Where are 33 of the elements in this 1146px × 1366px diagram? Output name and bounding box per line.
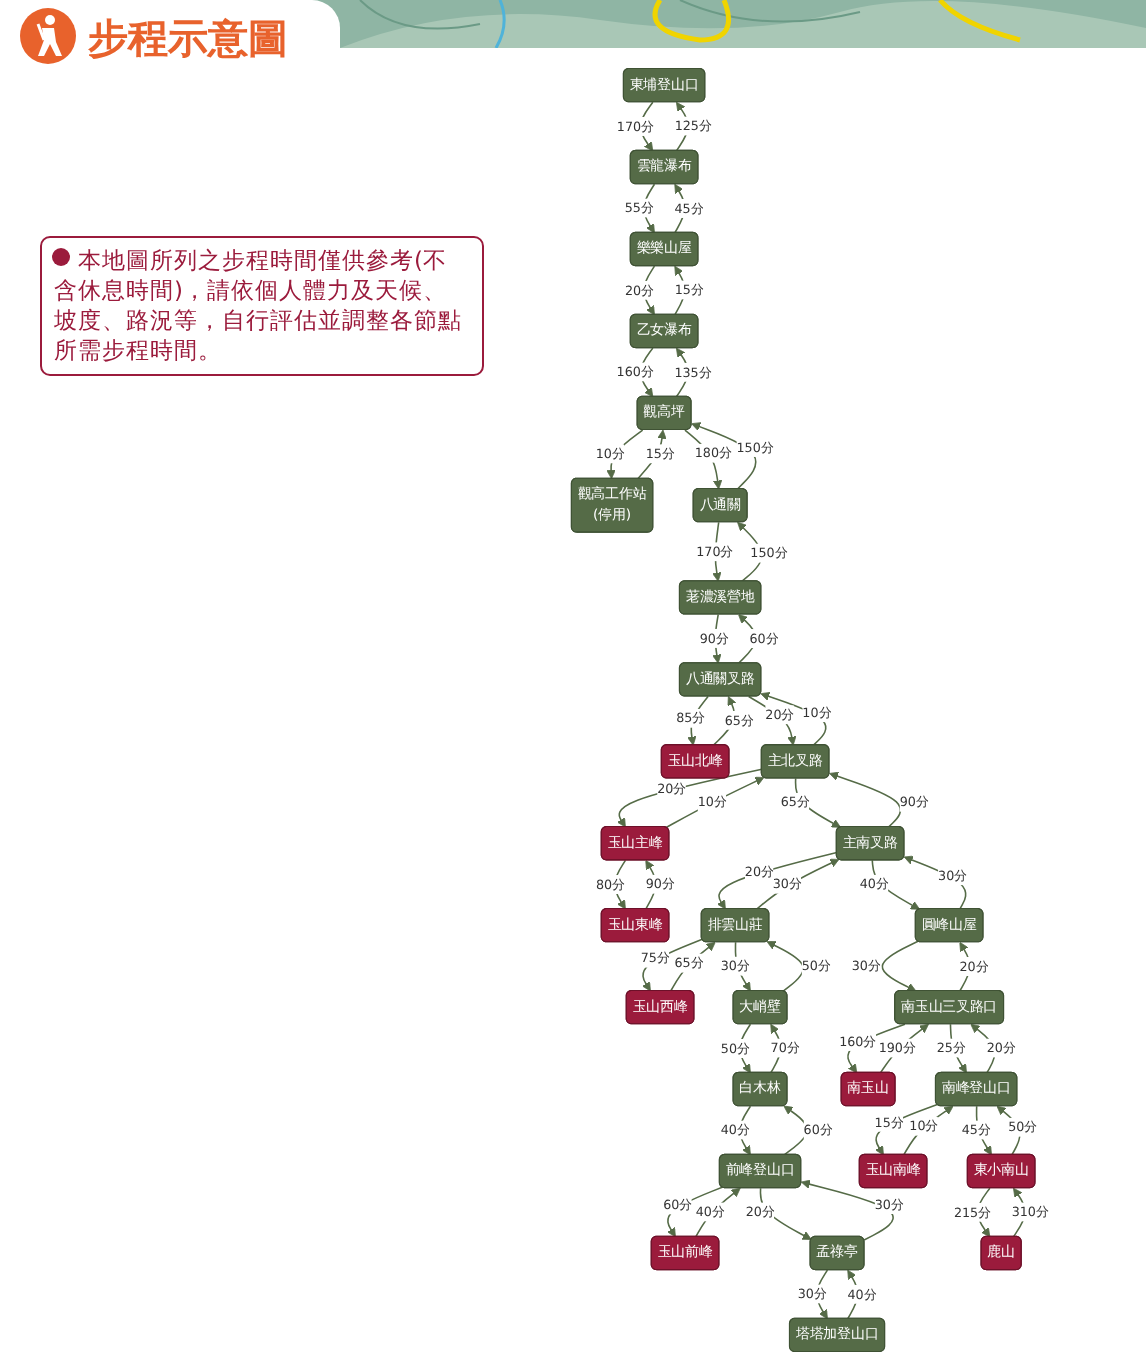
arrow <box>759 1187 812 1240</box>
arrow <box>747 695 797 746</box>
arrow <box>669 941 716 992</box>
arrow <box>666 1186 723 1238</box>
arrow <box>949 1023 967 1074</box>
arrow <box>800 1179 894 1241</box>
arrow <box>875 1103 939 1156</box>
arrow <box>734 941 751 992</box>
arrow <box>755 858 840 910</box>
arrow <box>641 938 704 992</box>
arrow <box>639 347 654 398</box>
arrow <box>691 422 757 490</box>
arrow <box>760 692 827 746</box>
arrow <box>616 768 763 828</box>
arrow <box>996 1105 1021 1156</box>
arrow <box>712 696 737 746</box>
arrow <box>829 771 902 828</box>
arrow <box>766 941 805 992</box>
arrow <box>903 1105 954 1156</box>
arrow <box>684 429 723 490</box>
arrow <box>970 1023 996 1074</box>
arrow <box>903 855 967 910</box>
arrow <box>976 1187 991 1238</box>
title: 步程示意圖 <box>88 12 288 66</box>
arrow <box>716 851 838 910</box>
arrow <box>606 429 644 480</box>
arrow <box>879 1023 929 1074</box>
arrow <box>783 1105 809 1156</box>
arrow <box>665 776 765 829</box>
note-text: 本地圖所列之步程時間僅供參考(不含休息時間)，請依個人體力及天候、坡度、路況等，自行評估並調整各節點所需步程時間。 <box>40 236 484 376</box>
arrow <box>881 940 919 992</box>
arrow <box>694 1187 741 1238</box>
arrow <box>712 613 722 664</box>
